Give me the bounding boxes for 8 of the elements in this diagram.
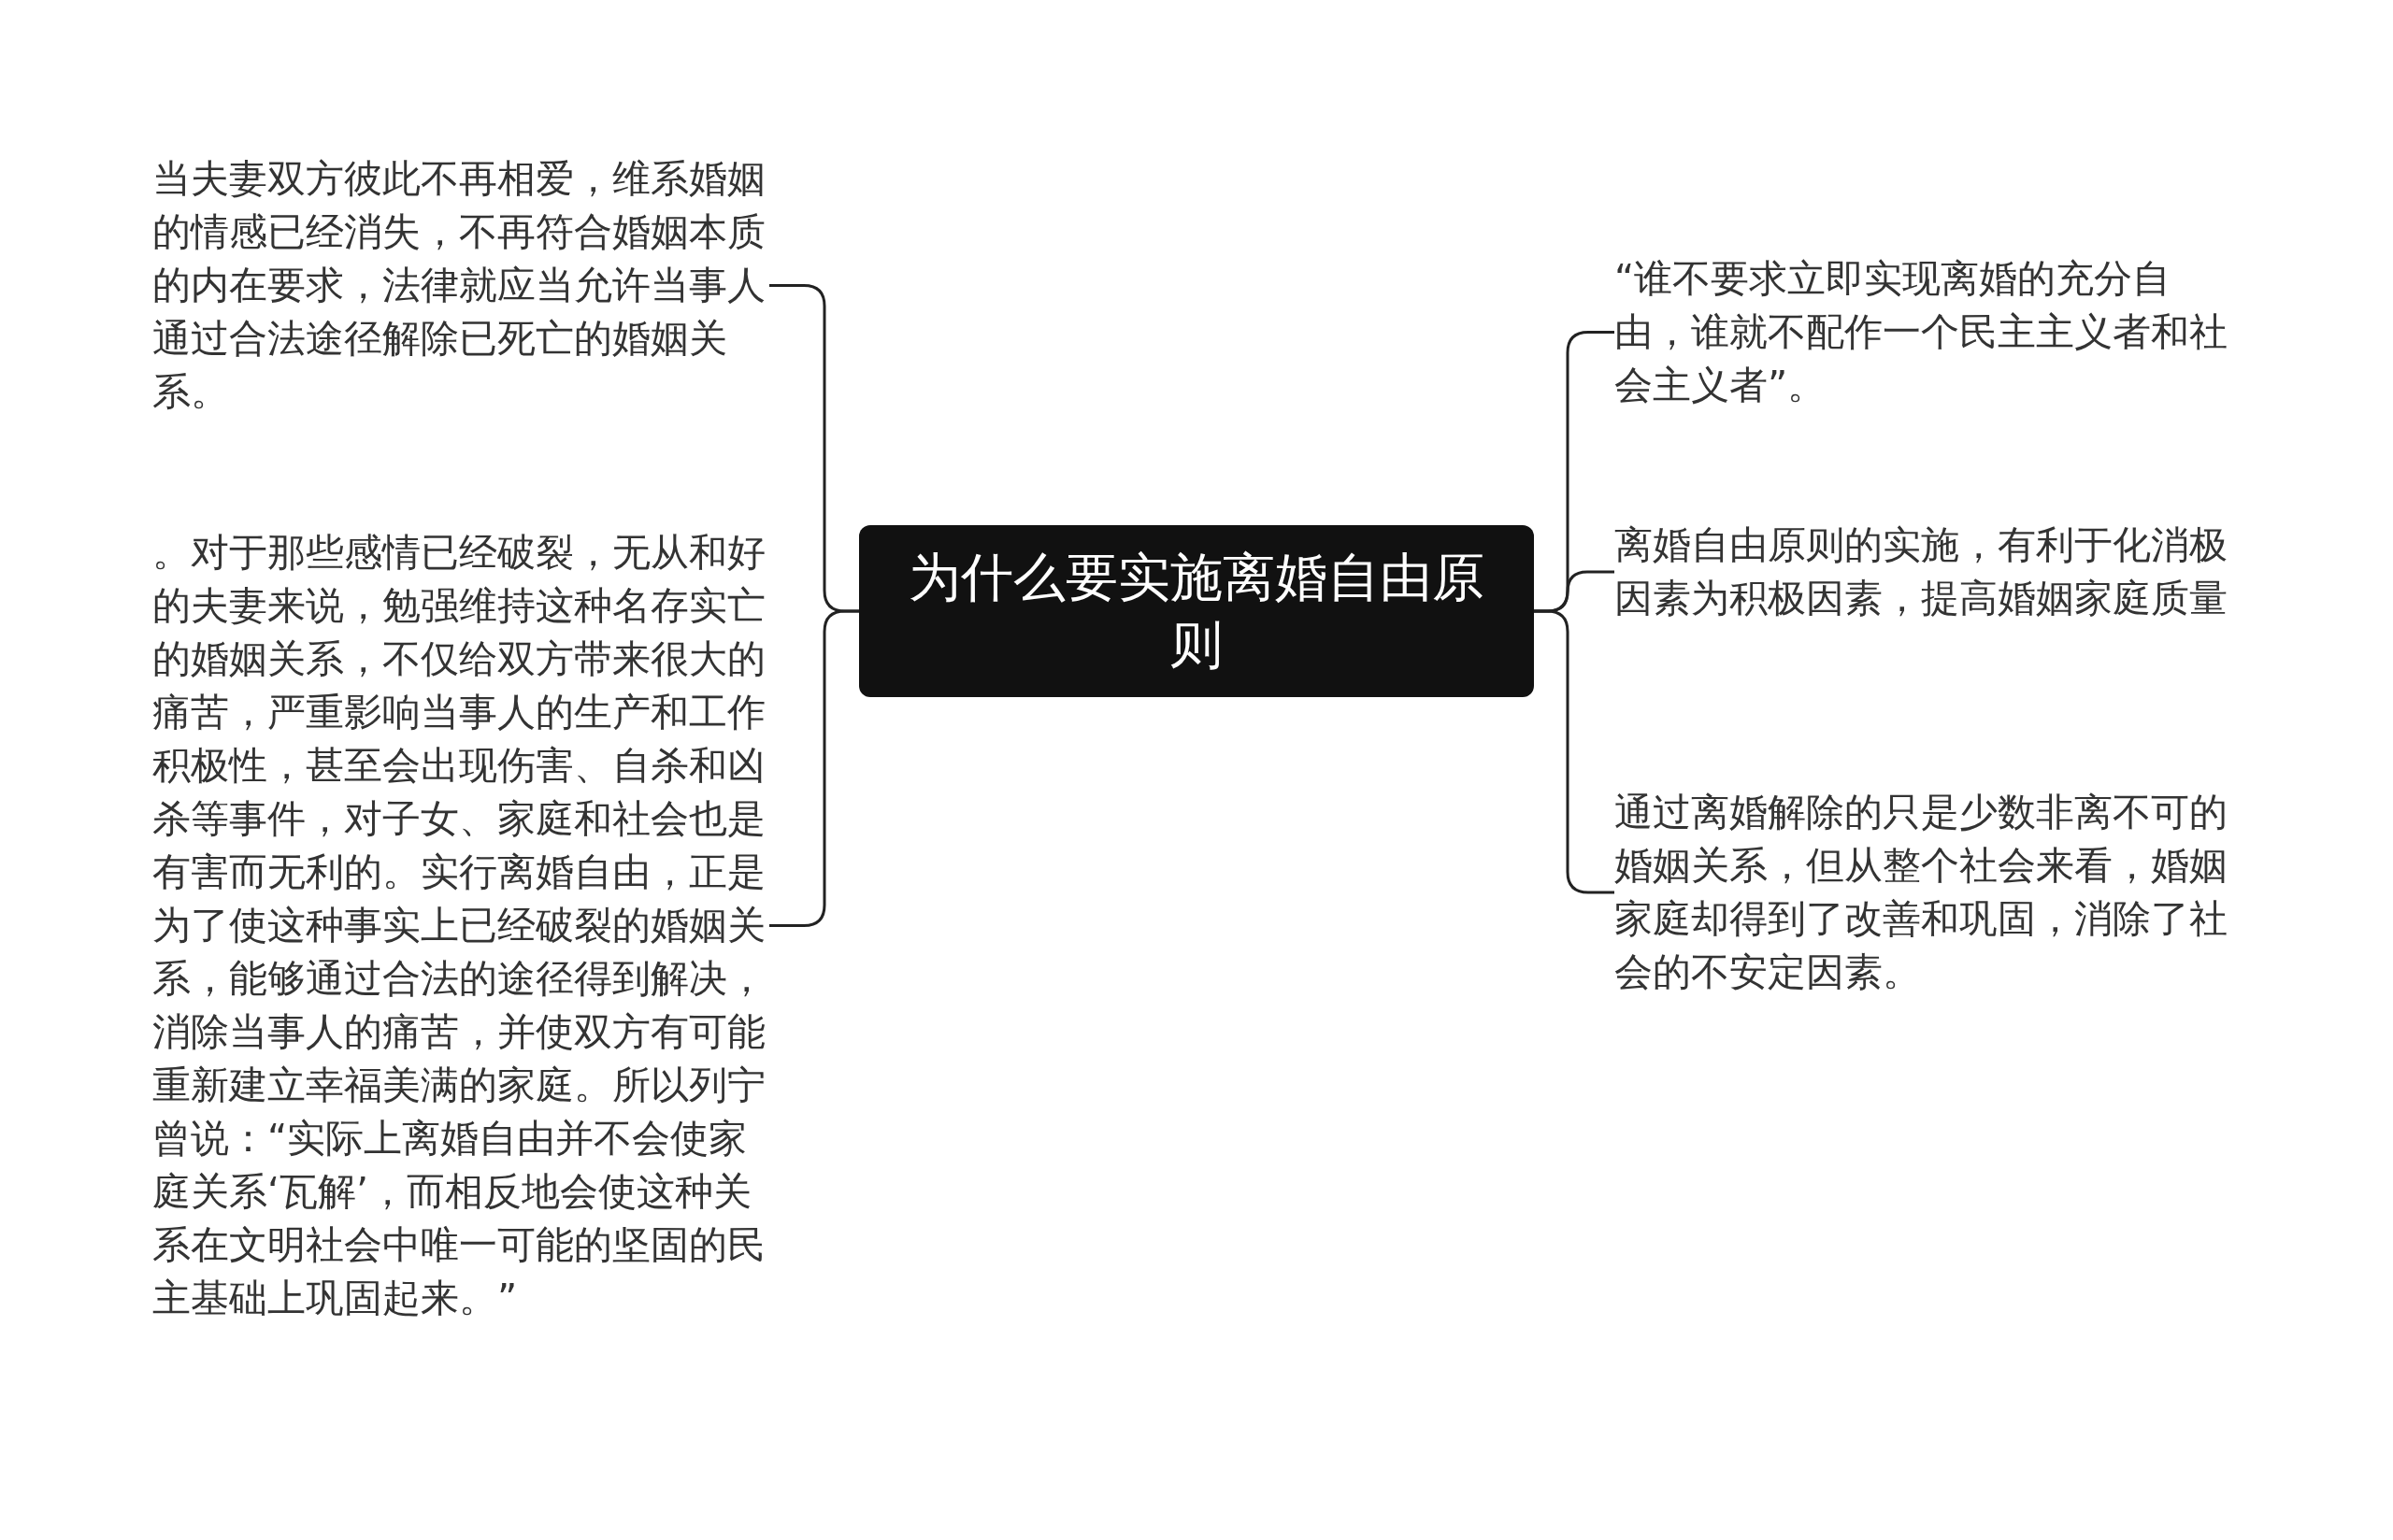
topic-text: “谁不要求立即实现离婚的充分自由，谁就不配作一个民主主义者和社会主义者”。 (1614, 252, 2231, 412)
topic-text: 当夫妻双方彼此不再相爱，维系婚姻的情感已经消失，不再符合婚姻本质的内在要求，法律就应当允许当事人通过合法途径解除已死亡的婚姻关系。 (152, 152, 769, 419)
connector-line (1534, 609, 1614, 894)
connector-line (769, 609, 859, 927)
central-topic: 为什么要实施离婚自由原则 (859, 525, 1534, 697)
topic-text: 离婚自由原则的实施，有利于化消极因素为积极因素，提高婚姻家庭质量 (1614, 519, 2231, 625)
topic-text: 通过离婚解除的只是少数非离不可的婚姻关系，但从整个社会来看，婚姻家庭却得到了改善和巩固，消除了社会的不安定因素。 (1614, 786, 2231, 999)
topic-text: 。对于那些感情已经破裂，无从和好的夫妻来说，勉强维持这种名存实亡的婚姻关系，不仅给双方带来很大的痛苦，严重影响当事人的生产和工作积极性，甚至会出现伤害、自杀和凶杀等事件，对子女、家庭和社会也是有害而无利的。实行离婚自由，正是为了使这种事实上已经破裂的婚姻关系，能够通过合法的途径得到解决，消除当事人的痛苦，并使双方有可能重新建立幸福美满的家庭。所以列宁曾说：“实际上离婚自由并不会使家庭关系‘瓦解’，而相反地会使这种关系在文明社会中唯一可能的坚固的民主基础上巩固起来。” (152, 526, 769, 1325)
